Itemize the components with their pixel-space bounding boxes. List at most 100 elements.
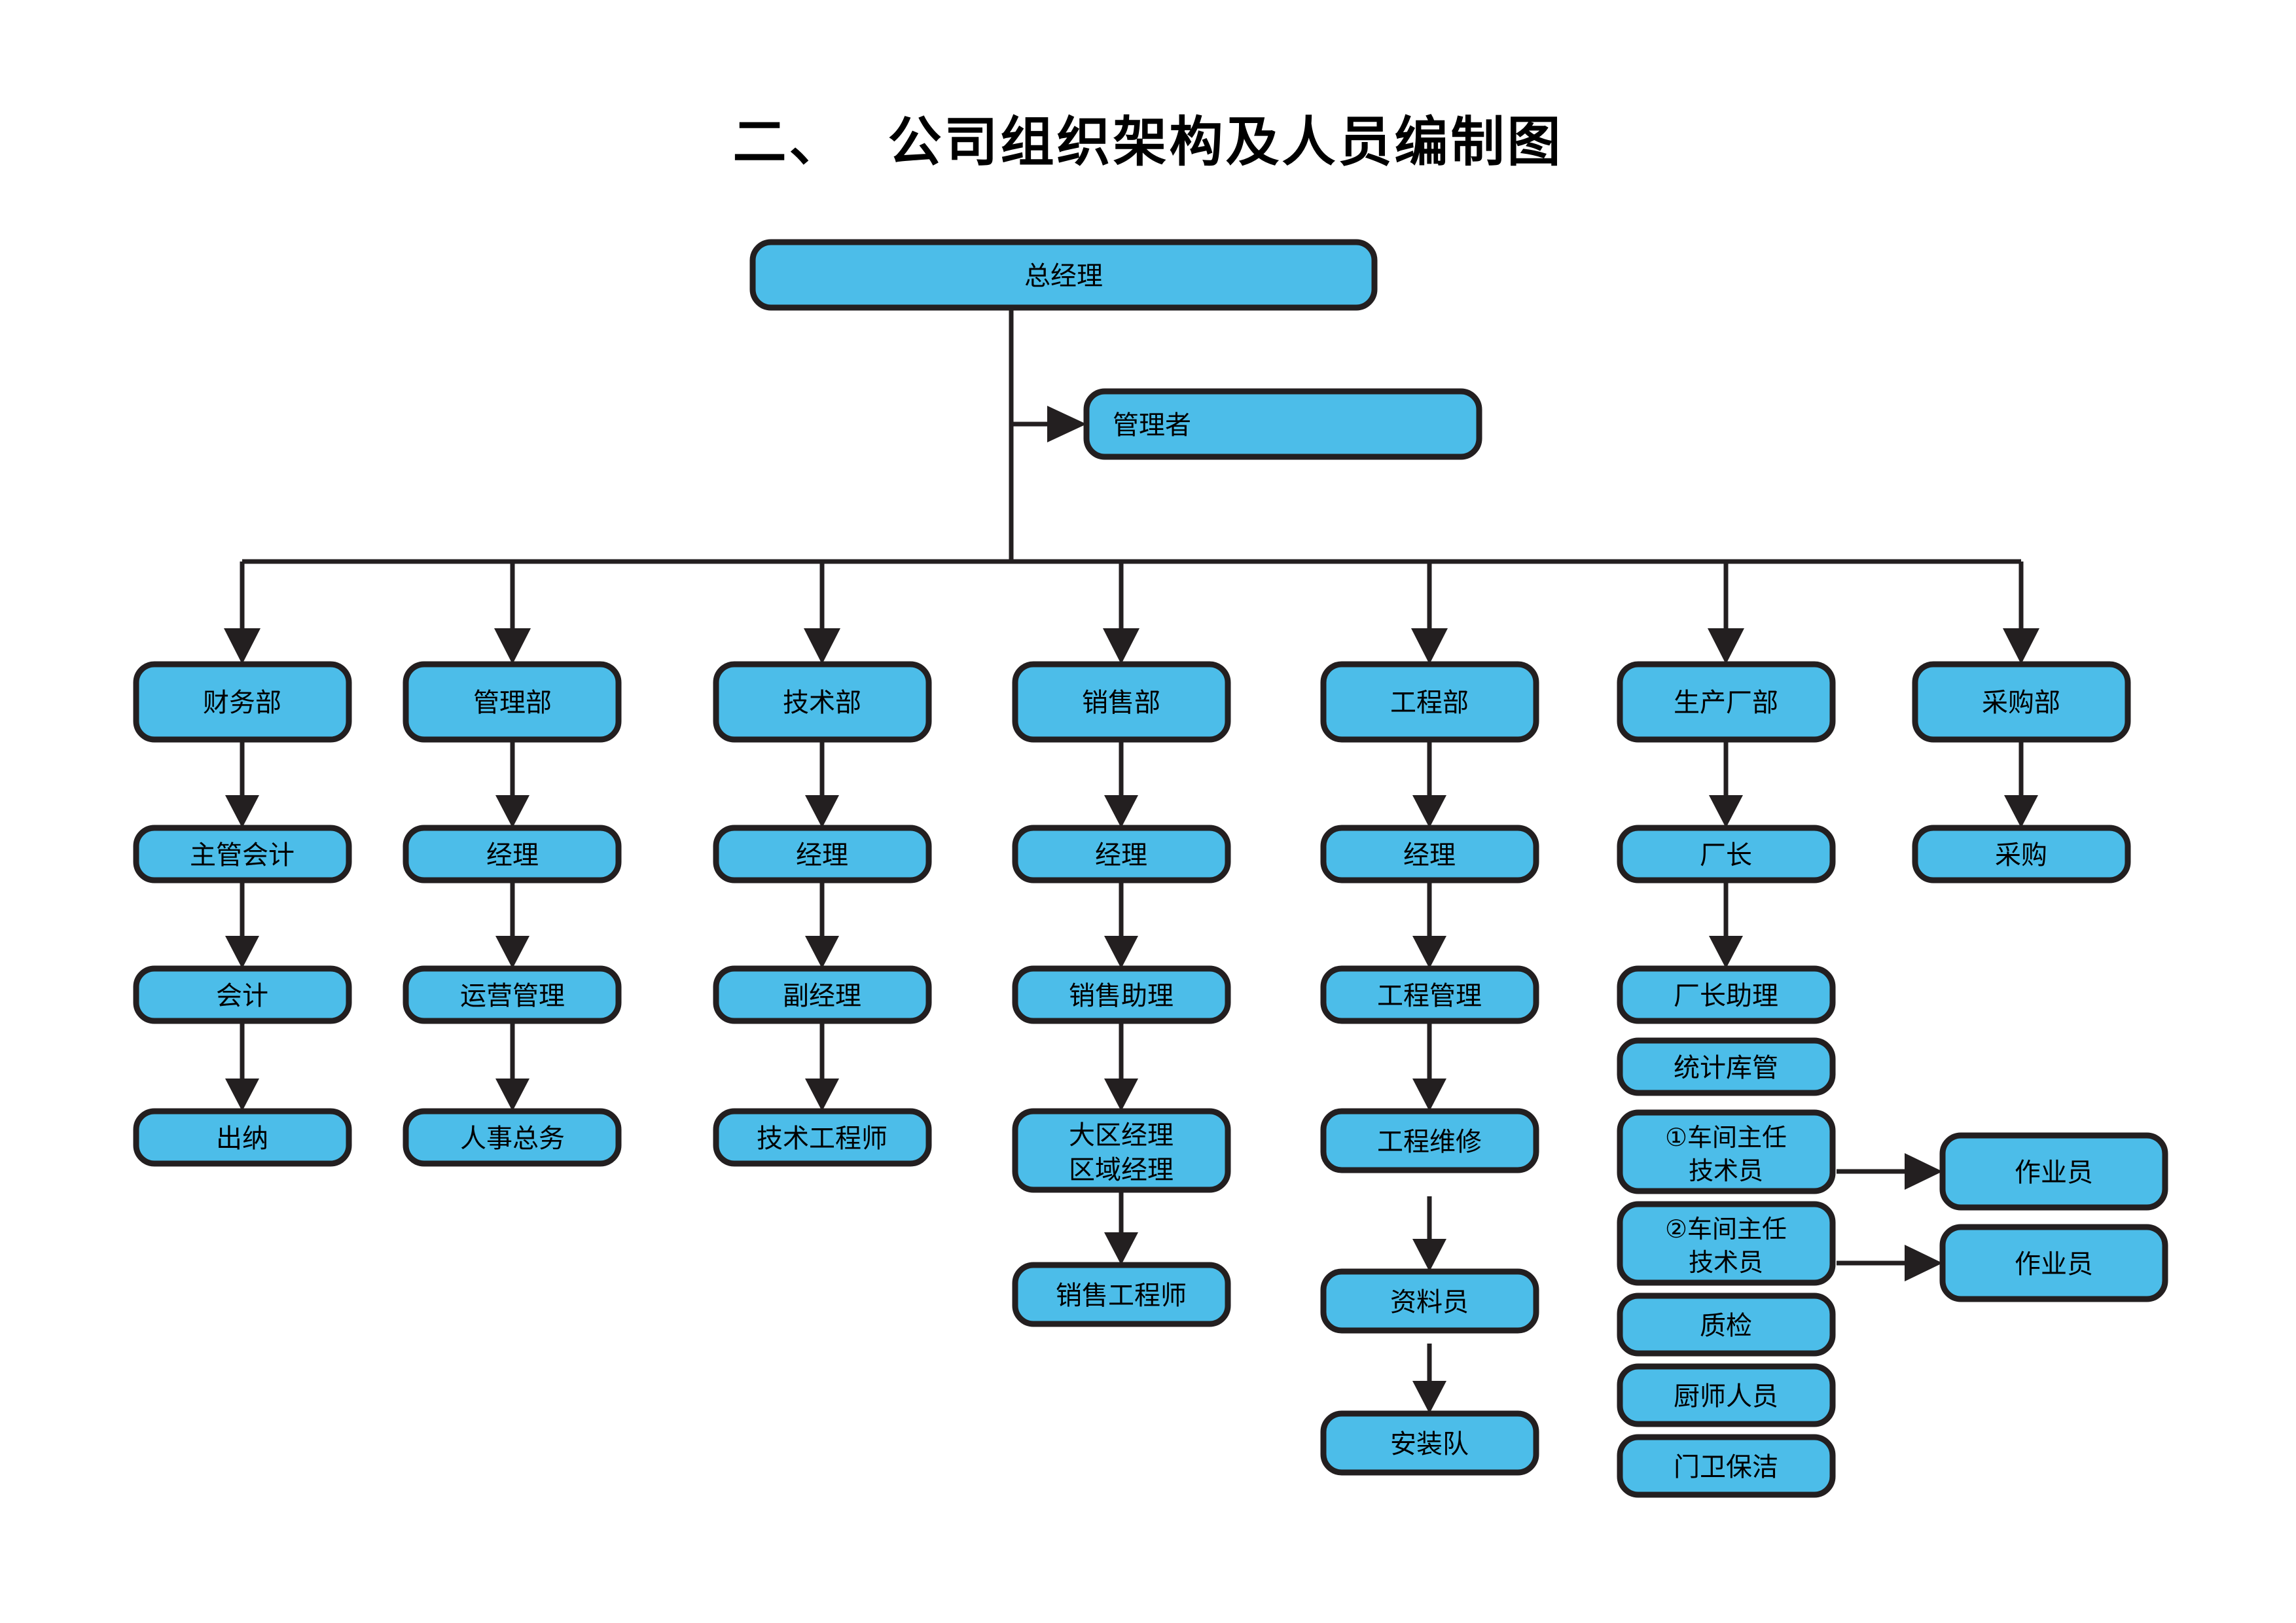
eng-3-label: 工程维修 [1377, 1127, 1482, 1157]
arrowhead-engineering [1411, 628, 1448, 664]
sal-3-label-line1: 大区经理 [1069, 1120, 1174, 1150]
node-dept-purchasing[interactable]: 采购部 [1912, 661, 2131, 743]
arrowhead-worker-1 [1905, 1153, 1943, 1190]
node-adm-hr[interactable]: 人事总务 [403, 1108, 622, 1167]
fac-8-box[interactable] [1617, 1434, 1836, 1498]
fac-4-box[interactable] [1617, 1109, 1836, 1194]
arrowhead-tec-1 [805, 795, 839, 828]
pur-1-box[interactable] [1912, 825, 2131, 883]
node-fac-workshop-director-2[interactable]: ②车间主任 技术员 [1617, 1201, 1836, 1286]
worker-2-box[interactable] [1939, 1224, 2168, 1302]
tec-2-box[interactable] [713, 965, 932, 1024]
node-dept-admin[interactable]: 管理部 [403, 661, 622, 743]
fin-1-box[interactable] [133, 825, 352, 883]
worker-1-label: 作业员 [2015, 1158, 2093, 1188]
dept-purchasing-box[interactable] [1912, 661, 2131, 743]
node-fac-assistant-director[interactable]: 厂长助理 [1617, 965, 1836, 1024]
fin-2-label: 会计 [216, 981, 268, 1011]
pur-1-label: 采购 [1995, 840, 2047, 870]
node-worker-2[interactable]: 作业员 [1939, 1224, 2168, 1302]
fac-2-label: 厂长助理 [1674, 981, 1778, 1011]
node-sal-assistant[interactable]: 销售助理 [1012, 965, 1231, 1024]
arrowhead-adm-2 [495, 936, 529, 969]
node-dept-sales[interactable]: 销售部 [1012, 661, 1231, 743]
node-fac-security-cleaning[interactable]: 门卫保洁 [1617, 1434, 1836, 1498]
sal-4-label: 销售工程师 [1056, 1281, 1187, 1311]
page-title: 二、 公司组织架构及人员编制图 [732, 111, 1564, 173]
node-fac-workshop-director-1[interactable]: ①车间主任 技术员 [1617, 1109, 1836, 1194]
eng-3-box[interactable] [1320, 1108, 1539, 1173]
node-sal-regional-manager[interactable]: 大区经理 区域经理 [1012, 1108, 1231, 1193]
adm-1-box[interactable] [403, 825, 622, 883]
fin-3-box[interactable] [133, 1108, 352, 1167]
node-fac-kitchen-staff[interactable]: 厨师人员 [1617, 1363, 1836, 1427]
fin-2-box[interactable] [133, 965, 352, 1024]
tec-1-box[interactable] [713, 825, 932, 883]
dept-finance-box[interactable] [133, 661, 352, 743]
node-dept-tech[interactable]: 技术部 [713, 661, 932, 743]
node-sal-manager[interactable]: 经理 [1012, 825, 1231, 883]
node-fac-director[interactable]: 厂长 [1617, 825, 1836, 883]
worker-1-box[interactable] [1939, 1132, 2168, 1211]
node-eng-installation-team[interactable]: 安装队 [1320, 1410, 1539, 1476]
node-adm-operations[interactable]: 运营管理 [403, 965, 622, 1024]
node-eng-management[interactable]: 工程管理 [1320, 965, 1539, 1024]
arrowhead-factory [1708, 628, 1744, 664]
eng-1-box[interactable] [1320, 825, 1539, 883]
general-manager-box[interactable] [749, 239, 1378, 311]
sal-3-box[interactable] [1012, 1108, 1231, 1193]
node-dept-finance[interactable]: 财务部 [133, 661, 352, 743]
sal-4-box[interactable] [1012, 1262, 1231, 1327]
node-fin-cashier[interactable]: 出纳 [133, 1108, 352, 1167]
arrowhead-eng-3 [1412, 1079, 1446, 1111]
node-manager[interactable]: 管理者 [1083, 388, 1482, 460]
tec-3-box[interactable] [713, 1108, 932, 1167]
manager-box[interactable] [1083, 388, 1482, 460]
fac-7-box[interactable] [1617, 1363, 1836, 1427]
node-eng-manager[interactable]: 经理 [1320, 825, 1539, 883]
eng-2-box[interactable] [1320, 965, 1539, 1024]
arrowhead-sales [1103, 628, 1139, 664]
dept-factory-box[interactable] [1617, 661, 1836, 743]
eng-4-box[interactable] [1320, 1268, 1539, 1334]
sal-3-label-line2: 区域经理 [1069, 1155, 1174, 1185]
adm-2-box[interactable] [403, 965, 622, 1024]
eng-5-box[interactable] [1320, 1410, 1539, 1476]
node-dept-engineering[interactable]: 工程部 [1320, 661, 1539, 743]
fin-1-label: 主管会计 [190, 840, 295, 870]
node-adm-manager[interactable]: 经理 [403, 825, 622, 883]
node-eng-documentation[interactable]: 资料员 [1320, 1268, 1539, 1334]
fac-6-box[interactable] [1617, 1293, 1836, 1357]
dept-admin-box[interactable] [403, 661, 622, 743]
fac-3-box[interactable] [1617, 1037, 1836, 1096]
node-dept-factory[interactable]: 生产厂部 [1617, 661, 1836, 743]
arrowhead-pur-1 [2004, 795, 2038, 828]
dept-engineering-box[interactable] [1320, 661, 1539, 743]
node-eng-maintenance[interactable]: 工程维修 [1320, 1108, 1539, 1173]
dept-engineering-label: 工程部 [1390, 688, 1469, 718]
arrowhead-eng-1 [1412, 795, 1446, 828]
node-fin-chief-accountant[interactable]: 主管会计 [133, 825, 352, 883]
node-tec-engineer[interactable]: 技术工程师 [713, 1108, 932, 1167]
adm-3-box[interactable] [403, 1108, 622, 1167]
fac-1-box[interactable] [1617, 825, 1836, 883]
arrowhead-tec-2 [805, 936, 839, 969]
sal-1-box[interactable] [1012, 825, 1231, 883]
node-worker-1[interactable]: 作业员 [1939, 1132, 2168, 1211]
worker-2-label: 作业员 [2015, 1249, 2093, 1279]
fac-2-box[interactable] [1617, 965, 1836, 1024]
node-pur-purchaser[interactable]: 采购 [1912, 825, 2131, 883]
sal-2-box[interactable] [1012, 965, 1231, 1024]
node-fac-quality-inspection[interactable]: 质检 [1617, 1293, 1836, 1357]
arrowhead-fin-2 [225, 936, 259, 969]
node-tec-deputy-manager[interactable]: 副经理 [713, 965, 932, 1024]
fac-5-box[interactable] [1617, 1201, 1836, 1286]
node-sal-engineer[interactable]: 销售工程师 [1012, 1262, 1231, 1327]
dept-tech-box[interactable] [713, 661, 932, 743]
node-tec-manager[interactable]: 经理 [713, 825, 932, 883]
node-fac-statistics-warehouse[interactable]: 统计库管 [1617, 1037, 1836, 1096]
node-general-manager[interactable]: 总经理 [749, 239, 1378, 311]
dept-sales-box[interactable] [1012, 661, 1231, 743]
node-fin-accountant[interactable]: 会计 [133, 965, 352, 1024]
arrowhead-adm-3 [495, 1079, 529, 1111]
